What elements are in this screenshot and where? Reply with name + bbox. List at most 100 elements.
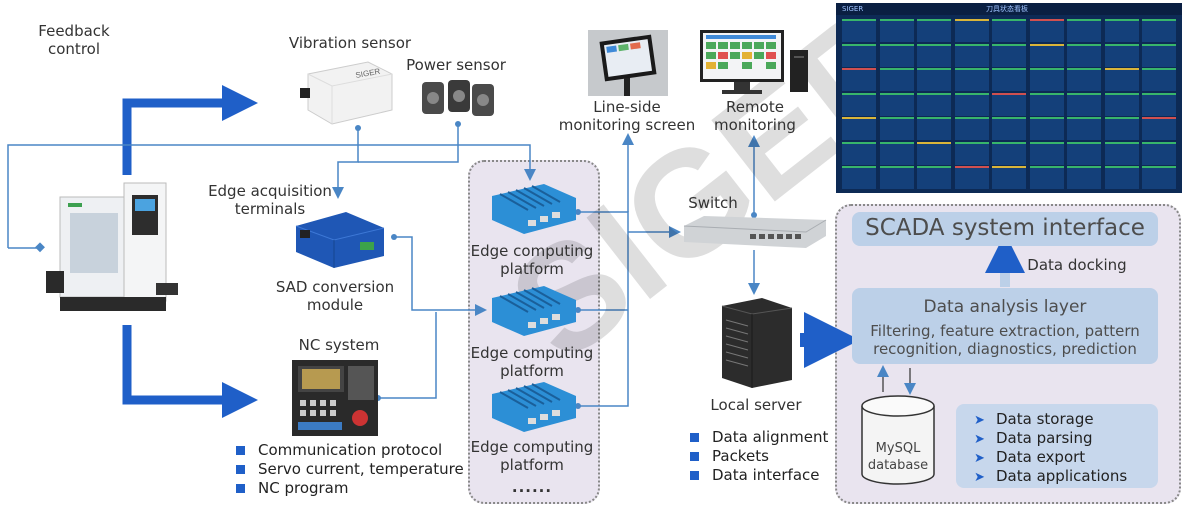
bullet-square-icon: [690, 452, 699, 461]
nc-system-label: NC system: [298, 336, 380, 354]
analysis-title: Data analysis layer: [923, 297, 1087, 317]
scada-title: SCADA system interface: [865, 215, 1145, 241]
storage-bullet-item-text: Data parsing: [996, 429, 1093, 447]
dashboard-tile: [954, 166, 989, 189]
server-bullet-item-text: Data interface: [712, 466, 820, 484]
dashboard-tile: [842, 92, 876, 116]
dashboard-tile: [1067, 68, 1101, 91]
edge-platform-label-1: Edge computing platform: [470, 242, 594, 278]
bullet-arrow-icon: ➤: [974, 432, 985, 447]
nc-bullet-item: NC program: [234, 479, 464, 498]
edge-platform-label-2: Edge computing platform: [470, 344, 594, 380]
mysql-label: MySQL database: [867, 441, 929, 473]
analysis-layer-block: Data analysis layer Filtering, feature e…: [852, 288, 1158, 364]
dashboard-tile: [1029, 68, 1064, 91]
dashboard-title-bar: SIGER 刀具状态看板: [836, 3, 1182, 15]
storage-bullet-item: ➤ Data export: [972, 448, 1127, 467]
dashboard-tile: [1142, 92, 1176, 116]
dashboard-tile: [917, 43, 951, 67]
network-switch-icon: [683, 216, 827, 248]
bullet-arrow-icon: ➤: [974, 470, 985, 485]
bullet-square-icon: [236, 446, 245, 455]
storage-bullet-item: ➤ Data storage: [972, 410, 1127, 429]
dashboard-tile: [917, 68, 951, 91]
dashboard-tile: [1142, 68, 1176, 91]
dashboard-tile: [1104, 166, 1139, 189]
power-sensor-icon: [422, 80, 494, 116]
dashboard-tile: [992, 43, 1026, 67]
dashboard-tile: [992, 68, 1026, 91]
nc-panel-icon: [292, 360, 378, 436]
dashboard-tile: [917, 166, 951, 189]
dashboard-tile: [879, 141, 914, 165]
bullet-arrow-icon: ➤: [974, 451, 985, 466]
dashboard-tile: [842, 141, 876, 165]
feedback-arrow-top: [122, 85, 258, 175]
dashboard-tile: [879, 19, 914, 42]
dashboard-tile: [992, 166, 1026, 189]
feedback-control-label: Feedback control: [38, 22, 110, 58]
dashboard-tile: [879, 68, 914, 91]
dashboard-tile: [1142, 43, 1176, 67]
edge-device-icon: [492, 286, 576, 336]
storage-bullet-item-text: Data export: [996, 448, 1086, 466]
server-bullet-item-text: Data alignment: [712, 428, 829, 446]
switch-label: Switch: [688, 194, 738, 212]
bullet-arrow-icon: ➤: [974, 413, 985, 428]
server-bullet-item: Packets: [688, 447, 828, 466]
dashboard-tile: [1067, 43, 1101, 67]
storage-block: [956, 404, 1158, 488]
bullet-square-icon: [690, 471, 699, 480]
dashboard-tile: [954, 117, 989, 140]
sad-module-icon: [295, 212, 385, 268]
ellipsis-label: ......: [511, 478, 553, 496]
dashboard-tile: [954, 92, 989, 116]
edge-device-icon: [492, 382, 576, 432]
nc-bullet-item: Servo current, temperature: [234, 460, 464, 479]
dashboard-tile: [1067, 117, 1101, 140]
cnc-machine-icon: [46, 182, 178, 311]
dashboard-tile: [1029, 166, 1064, 189]
vibration-sensor-label: Vibration sensor: [288, 34, 412, 52]
dashboard-tile: [879, 43, 914, 67]
analysis-body: Filtering, feature extraction, pattern r…: [870, 322, 1140, 358]
dashboard-tile: [992, 117, 1026, 140]
dashboard-tile: [1104, 117, 1139, 140]
nc-bullet-item-text: Communication protocol: [258, 441, 443, 459]
power-sensor-label: Power sensor: [406, 56, 506, 74]
dashboard-tile: [1104, 43, 1139, 67]
dashboard-tile: [954, 19, 989, 42]
dashboard-tile: [1142, 141, 1176, 165]
dashboard-tile: [1029, 141, 1064, 165]
dashboard-tile: [1067, 19, 1101, 42]
dashboard-tile: [917, 19, 951, 42]
dashboard-tile: [1142, 166, 1176, 189]
storage-bullet-list: ➤ Data storage ➤ Data parsing ➤ Data export ➤ D…: [972, 410, 1127, 486]
storage-bullet-item-text: Data storage: [996, 410, 1094, 428]
dashboard-screenshot: SIGER 刀具状态看板: [836, 3, 1182, 193]
dashboard-tile: [1142, 19, 1176, 42]
dashboard-tile: [842, 19, 876, 42]
edge-device-icon: [492, 184, 576, 234]
dashboard-tile: [954, 68, 989, 91]
bullet-square-icon: [236, 465, 245, 474]
storage-bullet-item: ➤ Data parsing: [972, 429, 1127, 448]
dashboard-tile: [1142, 117, 1176, 140]
storage-bullet-item-text: Data applications: [996, 467, 1128, 485]
dashboard-tile: [992, 141, 1026, 165]
dashboard-tile: [1104, 141, 1139, 165]
dashboard-tile: [1029, 92, 1064, 116]
dashboard-tile: [992, 92, 1026, 116]
dashboard-tile: [1029, 19, 1064, 42]
dashboard-tile: [1104, 68, 1139, 91]
server-bullet-item: Data interface: [688, 466, 828, 485]
dashboard-tile: [879, 92, 914, 116]
dashboard-tile: [954, 43, 989, 67]
vibration-brand: SIGER: [355, 67, 381, 80]
nc-bullet-item: Communication protocol: [234, 441, 464, 460]
storage-bullet-item: ➤ Data applications: [972, 467, 1127, 486]
server-tower-icon: [721, 298, 793, 388]
scada-interface-block: SCADA system interface: [852, 212, 1158, 246]
dashboard-tile: [1104, 19, 1139, 42]
